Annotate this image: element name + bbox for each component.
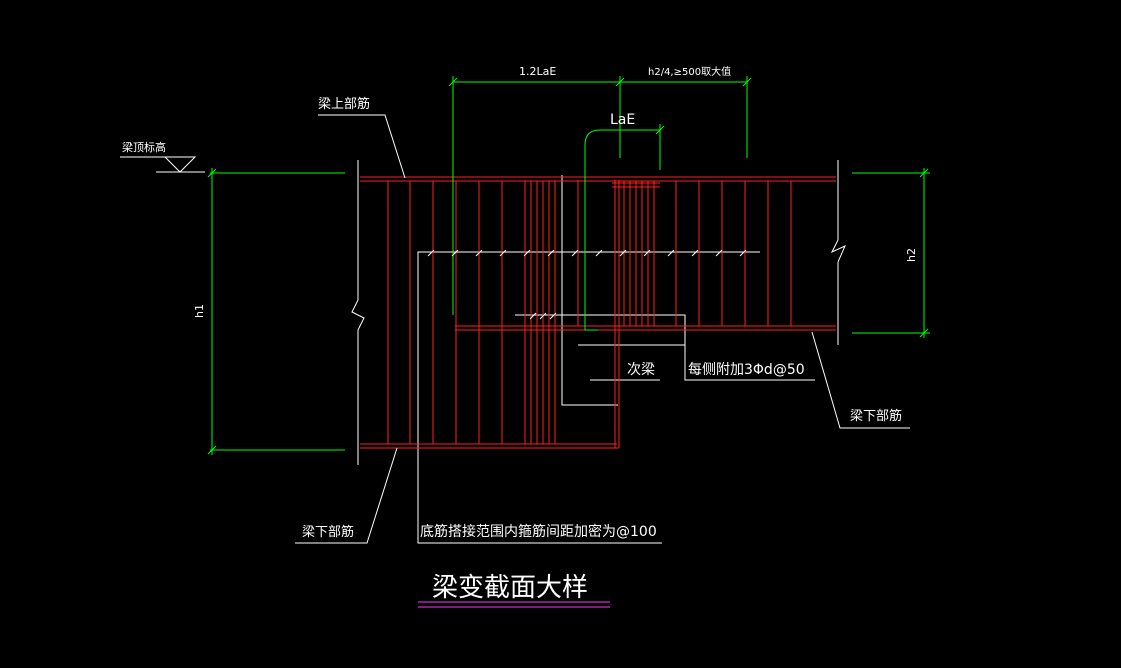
tie-marks bbox=[427, 249, 747, 320]
label-stirrup-densify-note: 底筋搭接范围内箍筋间距加密为@100 bbox=[420, 523, 657, 540]
label-top-rebar: 梁上部筋 bbox=[318, 96, 370, 112]
label-dim-12lae: 1.2LaE bbox=[519, 65, 556, 78]
label-beam-top-elevation: 梁顶标高 bbox=[122, 140, 166, 154]
label-dim-h1: h1 bbox=[193, 304, 206, 318]
label-dim-h2: h2 bbox=[905, 248, 918, 262]
rebar-lines bbox=[360, 176, 836, 449]
drawing-title: 梁变截面大样 bbox=[432, 573, 588, 603]
label-side-additional-rebar: 每侧附加3Φd@50 bbox=[688, 362, 805, 378]
title-underline bbox=[418, 601, 610, 608]
beam-outline bbox=[351, 160, 846, 465]
label-bottom-rebar-left: 梁下部筋 bbox=[302, 524, 354, 540]
label-dim-lae: LaE bbox=[610, 112, 635, 128]
label-secondary-beam: 次梁 bbox=[627, 362, 655, 378]
dimension-lines bbox=[207, 76, 930, 455]
leader-lines bbox=[120, 114, 910, 544]
label-bottom-rebar-right: 梁下部筋 bbox=[850, 408, 902, 424]
label-dim-h2-4: h2/4,≥500取大值 bbox=[648, 65, 731, 78]
